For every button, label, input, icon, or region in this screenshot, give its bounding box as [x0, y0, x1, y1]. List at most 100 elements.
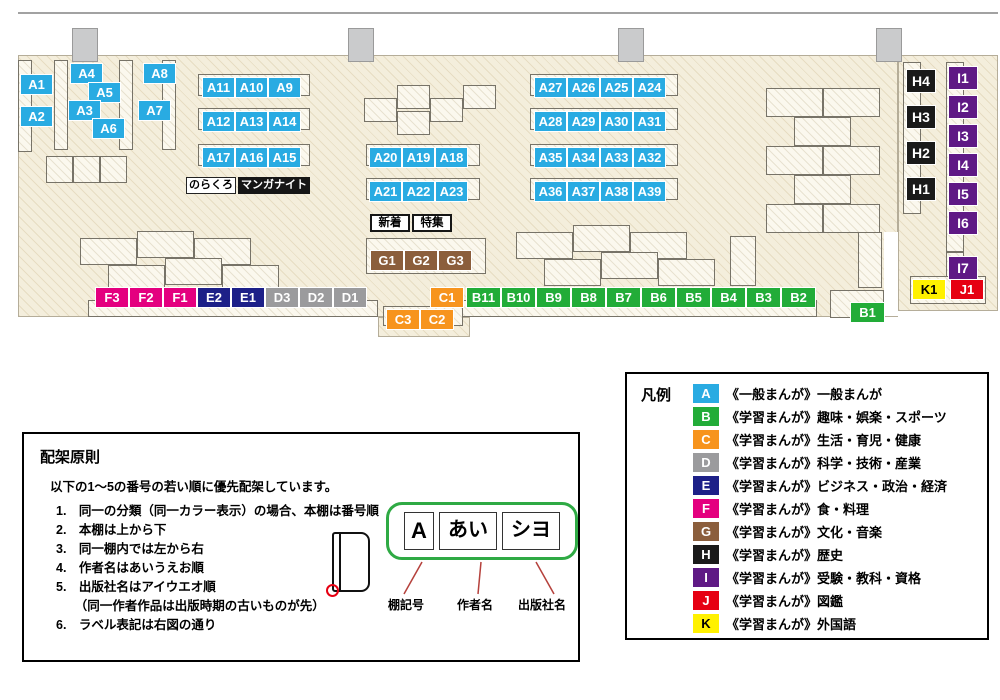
legend-item-a: A 《一般まんが》一般まんが [693, 384, 977, 403]
shelf-label-g3: G3 [438, 250, 472, 271]
shelf-label-a12: A12 [202, 111, 235, 132]
rule-note: （同一作者作品は出版時期の古いものが先） [56, 599, 325, 613]
shelf-label-a14: A14 [268, 111, 301, 132]
shelf-block [794, 117, 851, 146]
legend-letter: J [693, 591, 719, 610]
shelf-label-a3: A3 [68, 100, 101, 121]
shelf-label-h3: H3 [906, 105, 936, 129]
shelf-block [397, 111, 430, 135]
shelf-block [766, 204, 823, 233]
caption-author: 作者名 [457, 598, 494, 612]
shelf-label-g1: G1 [370, 250, 404, 271]
shelf-label-f2: F2 [129, 287, 163, 308]
shelf-label-a17: A17 [202, 147, 235, 168]
shelf-label-a23: A23 [435, 181, 468, 202]
outer-wall [18, 12, 998, 14]
shelf-block [823, 88, 880, 117]
shelf-label-h2: H2 [906, 141, 936, 165]
shelf-label-b11: B11 [466, 287, 501, 308]
legend-text: 《学習まんが》歴史 [726, 548, 844, 563]
legend-letter: B [693, 407, 719, 426]
shelf-label-b10: B10 [501, 287, 536, 308]
legend-letter: K [693, 614, 719, 633]
shelf-block [516, 232, 573, 259]
shelf-label-b8: B8 [571, 287, 606, 308]
shelf-label-a37: A37 [567, 181, 600, 202]
sample-shelf-code: A [404, 512, 434, 550]
shelf-label-a7: A7 [138, 100, 171, 121]
shelf-block [794, 175, 851, 204]
floor-note: 新着 [370, 214, 410, 232]
shelf-label-a32: A32 [633, 147, 666, 168]
shelf-block [823, 146, 880, 175]
shelf-label-a27: A27 [534, 77, 567, 98]
shelf-label-a29: A29 [567, 111, 600, 132]
legend-item-k: K《学習まんが》外国語 [693, 614, 977, 633]
shelf-block [858, 232, 882, 288]
shelf-label-a26: A26 [567, 77, 600, 98]
shelf-label-b7: B7 [606, 287, 641, 308]
shelf-label-a9: A9 [268, 77, 301, 98]
shelf-label-a6: A6 [92, 118, 125, 139]
rule: 4. 作者名はあいうえお順 [56, 561, 204, 575]
caption-shelf-code: 棚記号 [388, 598, 425, 612]
corridor-gap [884, 232, 898, 316]
legend-letter: A [693, 384, 719, 403]
shelf-block [54, 60, 68, 150]
shelf-label-h4: H4 [906, 69, 936, 93]
shelf-label-d1: D1 [333, 287, 367, 308]
shelf-label-a15: A15 [268, 147, 301, 168]
legend-letter: G [693, 522, 719, 541]
rule: 2. 本棚は上から下 [56, 523, 167, 537]
shelf-block [766, 146, 823, 175]
book-icon [332, 532, 370, 592]
shelf-label-a5: A5 [88, 82, 121, 103]
rules-list: 1. 同一の分類（同一カラー表示）の場合、本棚は番号順 2. 本棚は上から下 3. … [56, 502, 396, 635]
shelf-label-b6: B6 [641, 287, 676, 308]
principles-title: 配架原則 [40, 449, 101, 466]
shelf-label-i7: I7 [948, 256, 978, 280]
legend-text: 《一般まんが》一般まんが [726, 387, 883, 402]
legend-item-j: J《学習まんが》図鑑 [693, 591, 977, 610]
shelf-label-a1: A1 [20, 74, 53, 95]
rule: 3. 同一棚内では左から右 [56, 542, 204, 556]
legend-item-b: B《学習まんが》趣味・娯楽・スポーツ [693, 407, 977, 426]
shelf-label-a36: A36 [534, 181, 567, 202]
sample-publisher: シヨ [502, 512, 560, 550]
legend-text: 《学習まんが》科学・技術・産業 [726, 456, 922, 471]
shelf-block [463, 85, 496, 109]
shelf-label-a10: A10 [235, 77, 268, 98]
legend-item-g: G 《学習まんが》文化・音楽 [693, 522, 977, 541]
legend-item-d: D《学習まんが》科学・技術・産業 [693, 453, 977, 472]
label-position-ring [326, 584, 339, 597]
rule: 1. 同一の分類（同一カラー表示）の場合、本棚は番号順 [56, 504, 379, 518]
shelf-label-b4: B4 [711, 287, 746, 308]
legend-text: 《学習まんが》生活・育児・健康 [726, 433, 922, 448]
shelf-label-b5: B5 [676, 287, 711, 308]
entrance-door [72, 28, 98, 62]
shelf-label-j1: J1 [950, 279, 984, 300]
sample-author: あい [439, 512, 497, 550]
legend-text: 《学習まんが》受験・教科・資格 [726, 571, 922, 586]
legend-letter: E [693, 476, 719, 495]
shelf-block [730, 236, 756, 286]
shelf-block [823, 204, 880, 233]
shelf-label-c3: C3 [386, 309, 420, 330]
shelf-label-a25: A25 [600, 77, 633, 98]
legend-letter: H [693, 545, 719, 564]
legend-title: 凡例 [641, 387, 672, 404]
shelf-block [137, 231, 194, 258]
shelf-label-a35: A35 [534, 147, 567, 168]
shelf-block [544, 259, 601, 286]
legend-item-h: H 《学習まんが》歴史 [693, 545, 977, 564]
shelf-block [630, 232, 687, 259]
shelf-label-a16: A16 [235, 147, 268, 168]
legend-letter: F [693, 499, 719, 518]
legend-item-c: C《学習まんが》生活・育児・健康 [693, 430, 977, 449]
rule: 5. 出版社名はアイウエオ順 [56, 580, 216, 594]
shelf-block [165, 258, 222, 285]
legend-text: 《学習まんが》文化・音楽 [726, 525, 883, 540]
shelf-label-i3: I3 [948, 124, 978, 148]
shelf-label-i2: I2 [948, 95, 978, 119]
